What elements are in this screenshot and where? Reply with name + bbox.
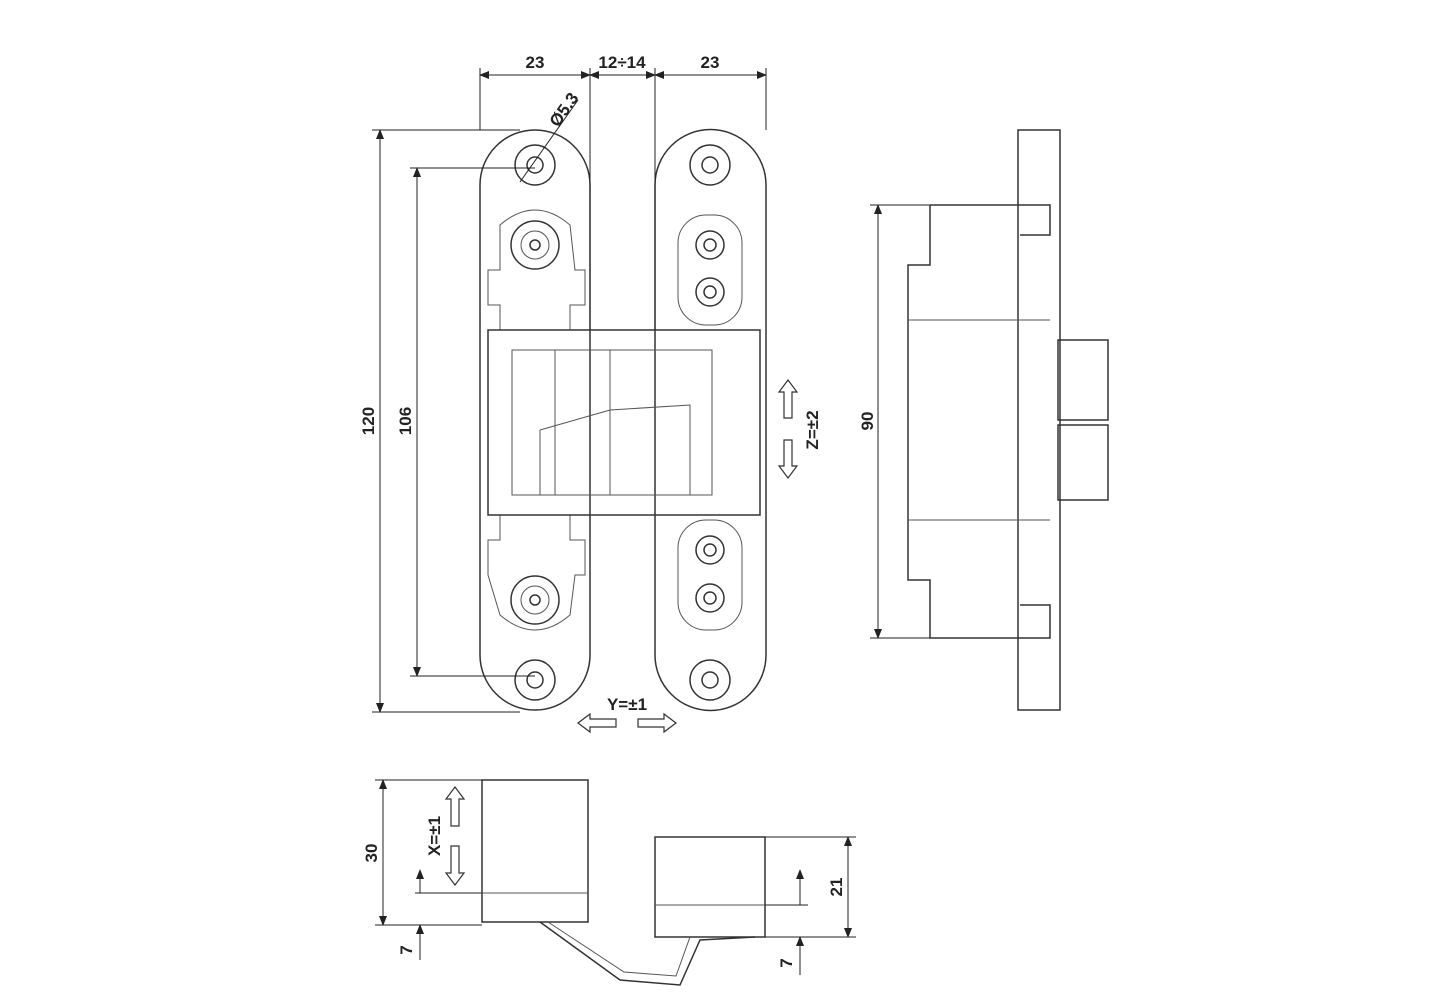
dim-leaf-left: 23 [526, 53, 545, 72]
x-adjust-label: X=±1 [425, 816, 444, 856]
dim-depth-right: 21 [827, 878, 846, 897]
dim-gap: 12÷14 [598, 53, 646, 72]
side-view: 90 [858, 129, 1109, 711]
dim-side-height: 90 [858, 412, 877, 431]
height-dimensions: 120 106 [359, 129, 535, 713]
dim-hole-diameter: Ø5.3 [546, 89, 583, 130]
y-adjustment: Y=±1 [577, 695, 677, 734]
y-adjust-label: Y=±1 [607, 695, 647, 714]
right-leaf [654, 128, 767, 712]
z-adjustment: Z=±2 [777, 379, 822, 479]
z-adjust-label: Z=±2 [803, 410, 822, 449]
dim-leaf-right: 23 [701, 53, 720, 72]
dim-hole-spacing: 106 [396, 407, 415, 435]
dim-overall-height: 120 [359, 407, 378, 435]
bottom-view: 30 7 X=±1 21 7 [362, 779, 856, 986]
dim-offset-right: 7 [777, 958, 796, 967]
left-leaf [479, 129, 591, 711]
top-dimensions: 23 12÷14 23 Ø5.3 [479, 53, 767, 330]
dim-depth-left: 30 [362, 844, 381, 863]
dim-offset-left: 7 [397, 945, 416, 954]
hinge-body [487, 329, 761, 516]
